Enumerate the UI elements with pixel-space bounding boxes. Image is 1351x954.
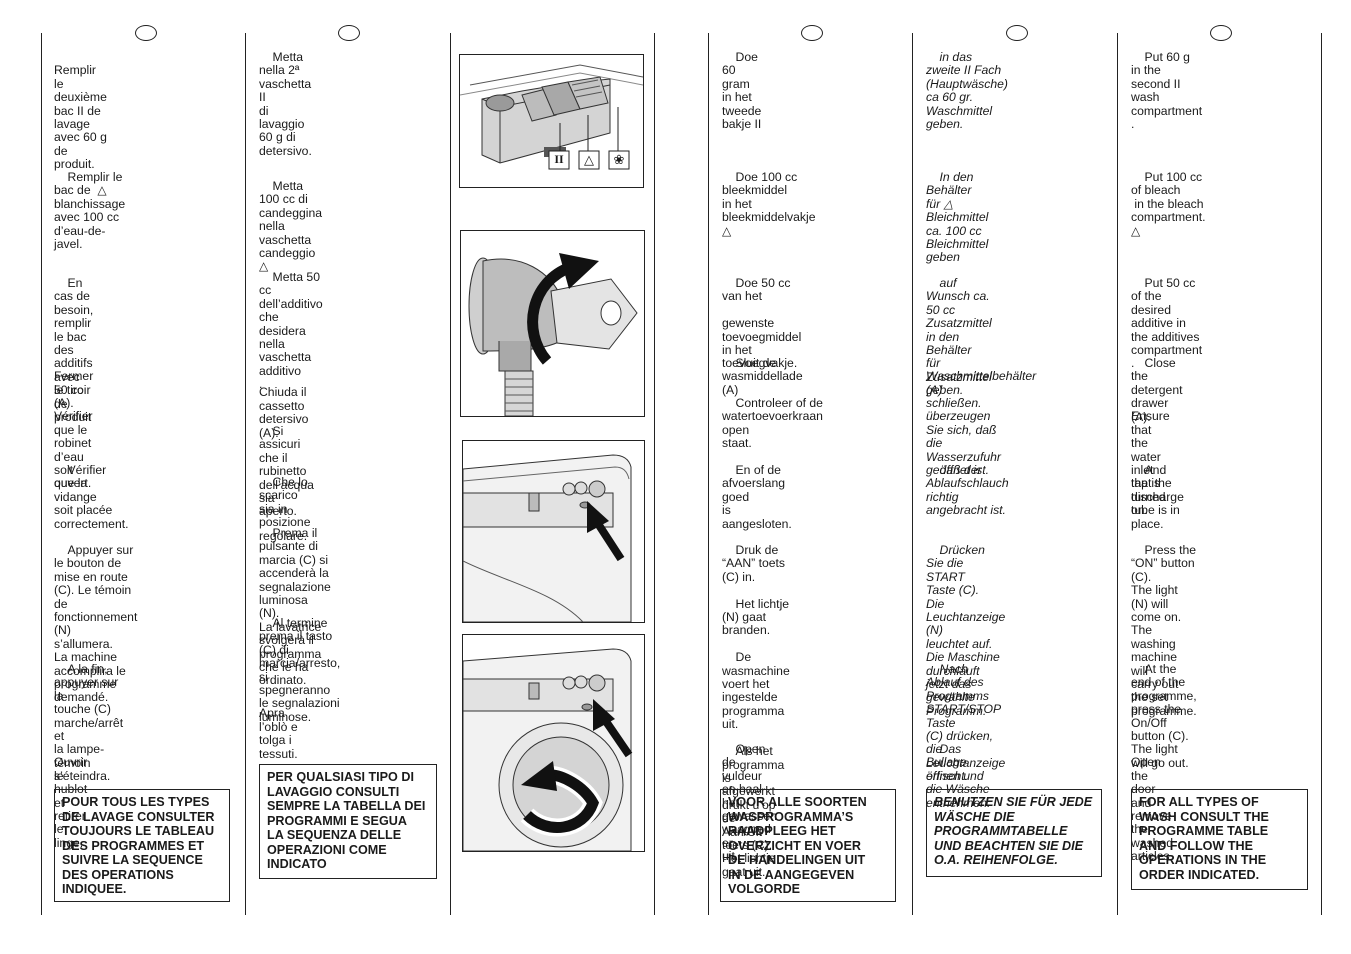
divider-line <box>1117 33 1118 915</box>
fr-notice-box: POUR TOUS LES TYPES DE LAVAGE CONSULTER … <box>54 789 230 902</box>
language-circle-fr <box>135 25 157 41</box>
nl-step-bleach: Doe 100 cc bleekmiddel in het bleekmidde… <box>722 170 816 238</box>
it-step-bleach: Metta 100 cc di candeggina nella vaschet… <box>259 179 323 274</box>
nl-step-start: Druk de “AAN” toets (C) in. Het lichtje … <box>722 543 790 879</box>
fr-step-start: Appuyer sur le bouton de mise en route (… <box>54 543 138 705</box>
de-notice-box: BENUTZEN SIE FÜR JEDE WÄSCHE DIE PROGRAM… <box>926 789 1102 877</box>
it-step-close-drawer: Chiuda il cassetto detersivo (A). <box>259 385 309 440</box>
fr-step-additive: En cas de besoin, remplir le bac des add… <box>54 276 94 438</box>
en-step-bleach: Put 100 cc of bleach in the bleach compa… <box>1131 170 1206 238</box>
fr-step-close-drawer: Fermer le tiroir (A). <box>54 356 97 411</box>
de-step-tap: überzeugen Sie sich, daß die Wasserzufuh… <box>926 409 1001 478</box>
it-step-additive: Metta 50 cc dell’additivo che desidera n… <box>259 270 323 392</box>
it-step-detergent: Metta nella 2ª vaschetta II di lavaggio … <box>259 50 312 158</box>
en-step-door: Open the door and remove the washed arti… <box>1131 755 1174 864</box>
drawer-label-main-wash: II <box>554 152 564 166</box>
de-step-end: Nach Ablauf des Programms START/STOP Tas… <box>926 662 1006 784</box>
it-step-tap: Si assicuri che il rubinetto dell’acqua … <box>259 424 314 519</box>
drawer-label-additive: ❀ <box>613 152 625 167</box>
language-circle-de <box>1006 25 1028 41</box>
nl-step-detergent: Doe 60 gram in het tweede bakje II <box>722 50 762 132</box>
de-step-drain: daß der Ablaufschlauch richtig angebrach… <box>926 463 1009 518</box>
figure-detergent-drawer: II △ ❀ <box>459 54 644 188</box>
en-notice-box: FOR ALL TYPES OF WASH CONSULT THE PROGRA… <box>1131 789 1308 890</box>
nl-step-close-drawer: Sluit de wasmiddellade (A) <box>722 356 807 397</box>
figure-start-button <box>462 440 645 623</box>
de-step-close-drawer: Waschmittelbehälter (A) schließen. <box>926 369 1037 411</box>
figure-water-tap <box>460 230 645 417</box>
figure-open-door <box>462 634 645 852</box>
de-step-door: Das Bullage öffnen und die Wäsche entneh… <box>926 742 991 810</box>
en-step-additive: Put 50 cc of the desired additive in the… <box>1131 276 1203 371</box>
it-step-start: Prema il pulsante di marcia (C) si accen… <box>259 526 331 688</box>
nl-notice-box: VOOR ALLE SOORTEN WASPROGRAMMA’S RAADPLE… <box>720 789 896 902</box>
en-step-tap: Ensure that the water inlet tap is turne… <box>1131 409 1170 518</box>
fr-step-door: Ouvrir le hublot et retirer le linge. <box>54 755 88 850</box>
drawer-label-bleach: △ <box>584 152 594 167</box>
fr-step-drain: Vérifier que la vidange soit placée corr… <box>54 463 129 531</box>
divider-line <box>450 33 451 915</box>
language-circle-en <box>1210 25 1232 41</box>
fr-step-tap: Vérifier que le robinet d’eau soit ouver… <box>54 409 93 491</box>
de-step-additive: auf Wunsch ca. 50 cc Zusatzmittel in den… <box>926 276 992 398</box>
it-notice-box: PER QUALSIASI TIPO DI LAVAGGIO CONSULTI … <box>259 764 437 879</box>
en-step-detergent: Put 60 g in the second II wash compartme… <box>1131 50 1203 132</box>
it-step-drain: Che lo scarico sia in posizione regolare… <box>259 475 311 543</box>
en-step-close-drawer: Close the detergent drawer (A). <box>1131 356 1183 424</box>
nl-step-drain: En of de afvoerslang goed is aangesloten… <box>722 463 792 531</box>
nl-step-tap: Controleer of de watertoevoerkraan open … <box>722 396 823 451</box>
nl-step-additive: Doe 50 cc van het gewenste toevoegmiddel… <box>722 276 802 371</box>
divider-line <box>654 33 655 915</box>
language-circle-nl <box>801 25 823 41</box>
it-step-end: Al termine prema il tasto (C) di marcia/… <box>259 616 341 724</box>
it-step-door: Apra l’oblò e tolga i tessuti. <box>259 706 298 761</box>
en-step-end: At the end of the programme, press the O… <box>1131 662 1197 770</box>
nl-step-door: Open de vuldeur en haal het gewassen was… <box>722 742 777 864</box>
en-step-drain: And that the discharge tube is in place. <box>1131 463 1184 531</box>
divider-line <box>708 33 709 915</box>
divider-line <box>41 33 42 915</box>
fr-step-bleach: Remplir le bac de △ blanchissage avec 10… <box>54 170 126 252</box>
en-step-start: Press the “ON” button (C). The light (N)… <box>1131 543 1197 718</box>
fr-step-end: A la fin, appuyer sur la touche (C) marc… <box>54 662 124 784</box>
divider-line <box>1321 33 1322 915</box>
fr-step-detergent: Remplir le deuxième bac II de lavage ave… <box>54 63 107 172</box>
de-step-detergent: in das zweite II Fach (Hauptwäsche) ca 6… <box>926 50 1008 132</box>
de-step-start: Drücken Sie die START Taste (C). Die Leu… <box>926 543 1006 718</box>
language-circle-it <box>338 25 360 41</box>
de-step-bleach: In den Behälter für △ Bleichmittel ca. 1… <box>926 170 989 265</box>
divider-line <box>912 33 913 915</box>
divider-line <box>245 33 246 915</box>
